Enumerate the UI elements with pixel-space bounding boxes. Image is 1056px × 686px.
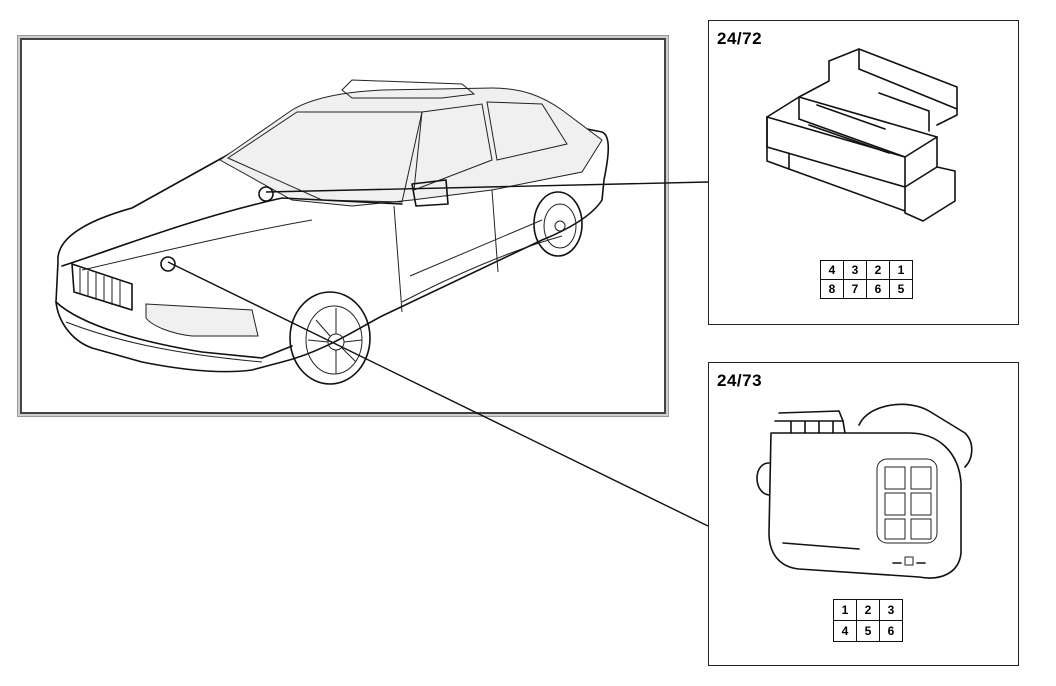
round-connector-icon: [756, 403, 973, 579]
connector-label: 24/72: [717, 29, 763, 48]
pin-cell: 7: [843, 279, 867, 299]
connector-panel-24-73: 24/73 1 2 3 4 5 6: [708, 362, 1019, 666]
pin-cell: 3: [879, 599, 903, 621]
car-illustration-panel: [20, 38, 666, 414]
pin-cell: 5: [889, 279, 913, 299]
sedan-car-icon: [55, 79, 610, 385]
pin-cell: 6: [866, 279, 890, 299]
connector-panel-24-72: 24/72 4 3 2 1 8 7 6 5: [708, 20, 1019, 325]
pin-cell: 1: [889, 260, 913, 280]
pinout-grid: 4 3 2 1 8 7 6 5: [820, 260, 913, 299]
pin-cell: 4: [820, 260, 844, 280]
pin-cell: 4: [833, 620, 857, 642]
pin-cell: 6: [879, 620, 903, 642]
connector-label: 24/73: [717, 371, 763, 390]
multi-pin-connector-icon: [766, 48, 958, 222]
pin-cell: 8: [820, 279, 844, 299]
pin-cell: 2: [856, 599, 880, 621]
pin-cell: 2: [866, 260, 890, 280]
pin-cell: 5: [856, 620, 880, 642]
pinout-grid: 1 2 3 4 5 6: [833, 599, 903, 642]
pin-cell: 1: [833, 599, 857, 621]
pin-cell: 3: [843, 260, 867, 280]
